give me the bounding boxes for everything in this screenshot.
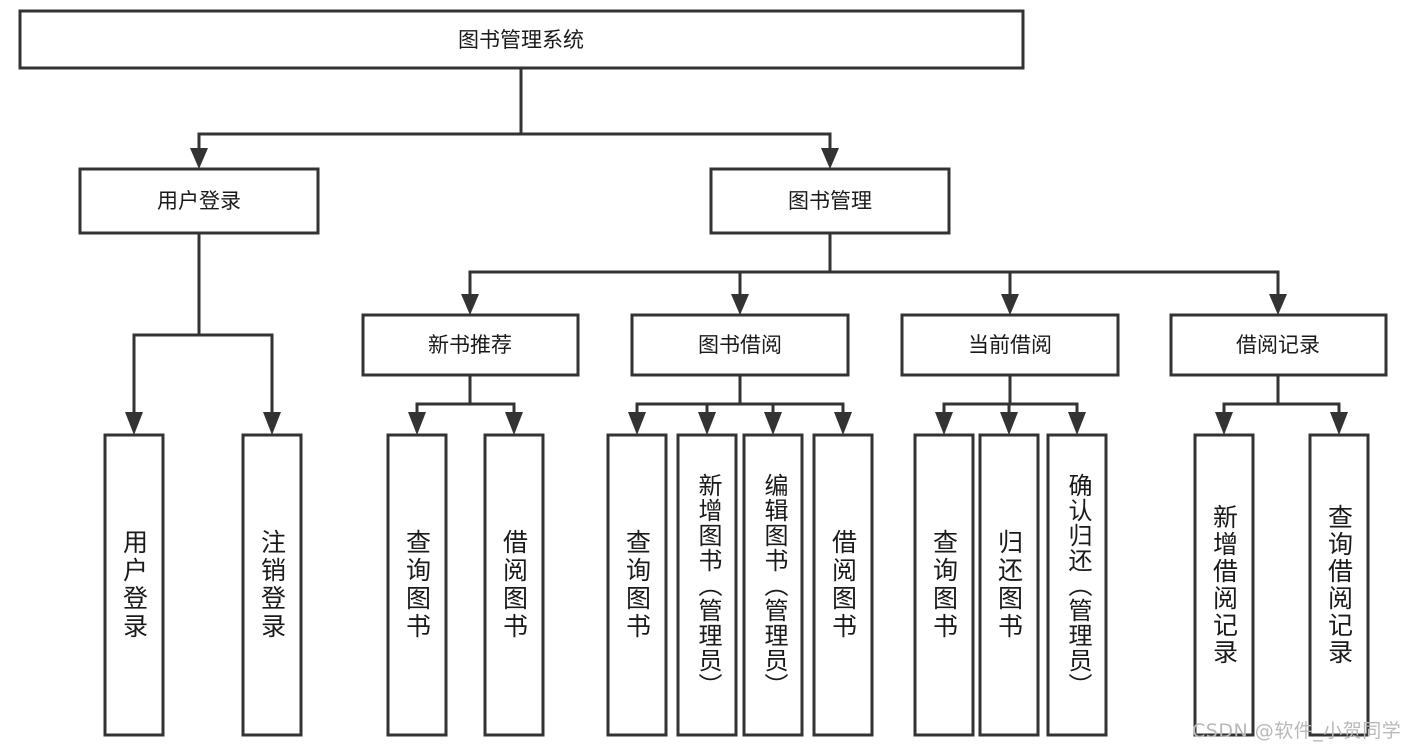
connector-layer — [125, 66, 1348, 435]
node-new-book-recommend[interactable] — [361, 313, 580, 377]
node-root-book-management-system[interactable] — [18, 9, 1025, 70]
arrow-bookborrow-leaf-3 — [764, 412, 782, 435]
arrow-newbook-leaf-1 — [408, 412, 426, 435]
node-user-login-label: 用户登录 — [157, 189, 241, 213]
node-new-book-recommend-label: 新书推荐 — [428, 333, 512, 357]
arrow-bookborrow-leaf-2 — [698, 412, 716, 435]
leaf-bookborrow-borrow-book[interactable] — [812, 433, 874, 737]
node-book-management-label: 图书管理 — [788, 189, 872, 213]
node-borrow-record[interactable] — [1169, 313, 1388, 377]
node-root-label: 图书管理系统 — [458, 28, 584, 52]
arrow-root-to-book-manage — [821, 148, 839, 169]
leaf-currentborrow-return-book[interactable] — [978, 433, 1040, 737]
arrow-root-to-user-login — [190, 148, 208, 169]
arrow-bookmanage-to-borrow-record — [1269, 294, 1287, 315]
leaf-newbook-borrow-book[interactable] — [483, 433, 545, 737]
arrow-newbook-leaf-2 — [505, 412, 523, 435]
arrow-bookmanage-to-current-borrow — [1001, 294, 1019, 315]
leaf-currentborrow-confirm-return-admin[interactable] — [1046, 433, 1108, 737]
arrow-bookborrow-leaf-1 — [628, 412, 646, 435]
node-current-borrow[interactable] — [900, 313, 1120, 377]
arrow-userlogin-leaf-1 — [125, 412, 143, 435]
leaf-bookborrow-query-book[interactable] — [606, 433, 668, 737]
arrow-borrowrecord-leaf-1 — [1215, 412, 1233, 435]
arrow-bookmanage-to-new-book — [461, 294, 479, 315]
leaf-user-login-login[interactable] — [103, 433, 165, 737]
node-layer: 图书管理系统 用户登录 图书管理 新书推荐 图书借阅 当前借阅 借阅记录 — [18, 9, 1388, 737]
arrow-borrowrecord-leaf-2 — [1330, 412, 1348, 435]
csdn-watermark: CSDN @软件_小贺同学 — [1192, 720, 1402, 742]
node-book-management[interactable] — [709, 167, 951, 235]
node-user-login[interactable] — [78, 167, 320, 235]
arrow-currentborrow-leaf-3 — [1068, 412, 1086, 435]
leaf-newbook-query-book[interactable] — [386, 433, 448, 737]
leaf-bookborrow-add-book-admin[interactable] — [676, 433, 738, 737]
node-current-borrow-label: 当前借阅 — [968, 333, 1052, 357]
leaf-borrowrecord-query-record[interactable] — [1308, 433, 1370, 737]
node-book-borrow[interactable] — [630, 313, 850, 377]
leaf-currentborrow-query-book[interactable] — [913, 433, 975, 737]
node-book-borrow-label: 图书借阅 — [698, 333, 782, 357]
arrow-bookmanage-to-book-borrow — [731, 294, 749, 315]
arrow-currentborrow-leaf-2 — [1000, 412, 1018, 435]
leaf-bookborrow-edit-book-admin[interactable] — [742, 433, 804, 737]
leaf-user-login-logout[interactable] — [241, 433, 303, 737]
arrow-bookborrow-leaf-4 — [834, 412, 852, 435]
leaf-borrowrecord-add-record[interactable] — [1193, 433, 1255, 737]
node-borrow-record-label: 借阅记录 — [1236, 333, 1320, 357]
arrow-userlogin-leaf-2 — [263, 412, 281, 435]
arrow-currentborrow-leaf-1 — [935, 412, 953, 435]
